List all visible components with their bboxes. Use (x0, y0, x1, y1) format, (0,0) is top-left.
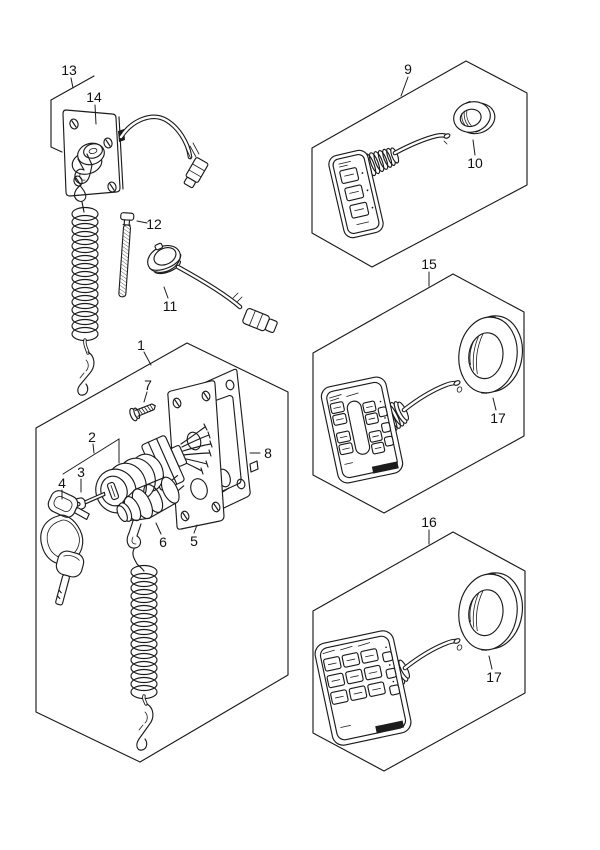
lock-plate-fork (73, 153, 93, 213)
switch-9-panel (328, 149, 384, 239)
callout-9: 9 (404, 61, 412, 77)
callout-2: 2 (88, 429, 96, 445)
stop-switch-bracket-assembly (50, 75, 209, 396)
panel-label-strip (371, 461, 399, 474)
callout-8: 8 (264, 445, 272, 461)
snap-hook-top (77, 351, 95, 396)
lead-wire (118, 114, 209, 189)
gasket-tab (249, 460, 259, 473)
cap (147, 242, 182, 275)
front-plate-5 (167, 380, 225, 530)
callout-12: 12 (146, 216, 162, 232)
ring-nut-10 (453, 100, 496, 135)
callout-4: 4 (58, 475, 66, 491)
keys-with-ring (40, 490, 90, 606)
switch-16-panel (314, 630, 412, 746)
box-16 (312, 531, 526, 772)
panel-switch-9-group (311, 60, 528, 268)
callout-10: 10 (467, 155, 483, 171)
coiled-lanyard-top (71, 206, 99, 342)
key-1 (47, 490, 90, 521)
stop-switch-cap-assembly (147, 242, 278, 334)
assembly-box-1 (35, 342, 289, 763)
ring-nut-17a (458, 315, 524, 394)
callout-17b: 17 (486, 669, 502, 685)
screw-7 (129, 403, 156, 422)
callout-14: 14 (86, 89, 102, 105)
switch-15-panel (320, 376, 404, 484)
callouts: 1 2 3 4 5 6 7 8 9 10 11 12 13 14 15 16 1… (58, 61, 506, 685)
connector-plug-2 (242, 308, 278, 334)
callout-13: 13 (61, 62, 77, 78)
leader-lines (61, 76, 497, 670)
callout-3: 3 (77, 464, 85, 480)
key-2 (55, 550, 85, 606)
callout-11: 11 (163, 298, 178, 314)
box-9 (311, 60, 528, 268)
callout-16: 16 (421, 514, 437, 530)
keypad-switch-16-group (312, 531, 526, 772)
callout-5: 5 (190, 533, 198, 549)
lock-plate-fork-2 (126, 520, 145, 572)
connector-plug (183, 157, 209, 189)
callout-6: 6 (159, 534, 167, 550)
callout-17a: 17 (490, 410, 506, 426)
long-screw (118, 212, 135, 298)
panel-label-strip-2 (375, 720, 405, 734)
stop-switch-button (71, 142, 105, 175)
callout-7: 7 (144, 377, 152, 393)
ring-nut-17b (458, 572, 524, 651)
callout-2-bracket (62, 438, 120, 475)
coiled-lanyard-main (130, 564, 158, 700)
snap-hook-main (136, 703, 154, 751)
keypad-switch-15-group (312, 273, 525, 514)
box-15 (312, 273, 525, 514)
callout-1: 1 (137, 337, 145, 353)
emergency-stop-switch (116, 474, 185, 751)
key-slot (106, 481, 120, 501)
callout-15: 15 (421, 256, 437, 272)
